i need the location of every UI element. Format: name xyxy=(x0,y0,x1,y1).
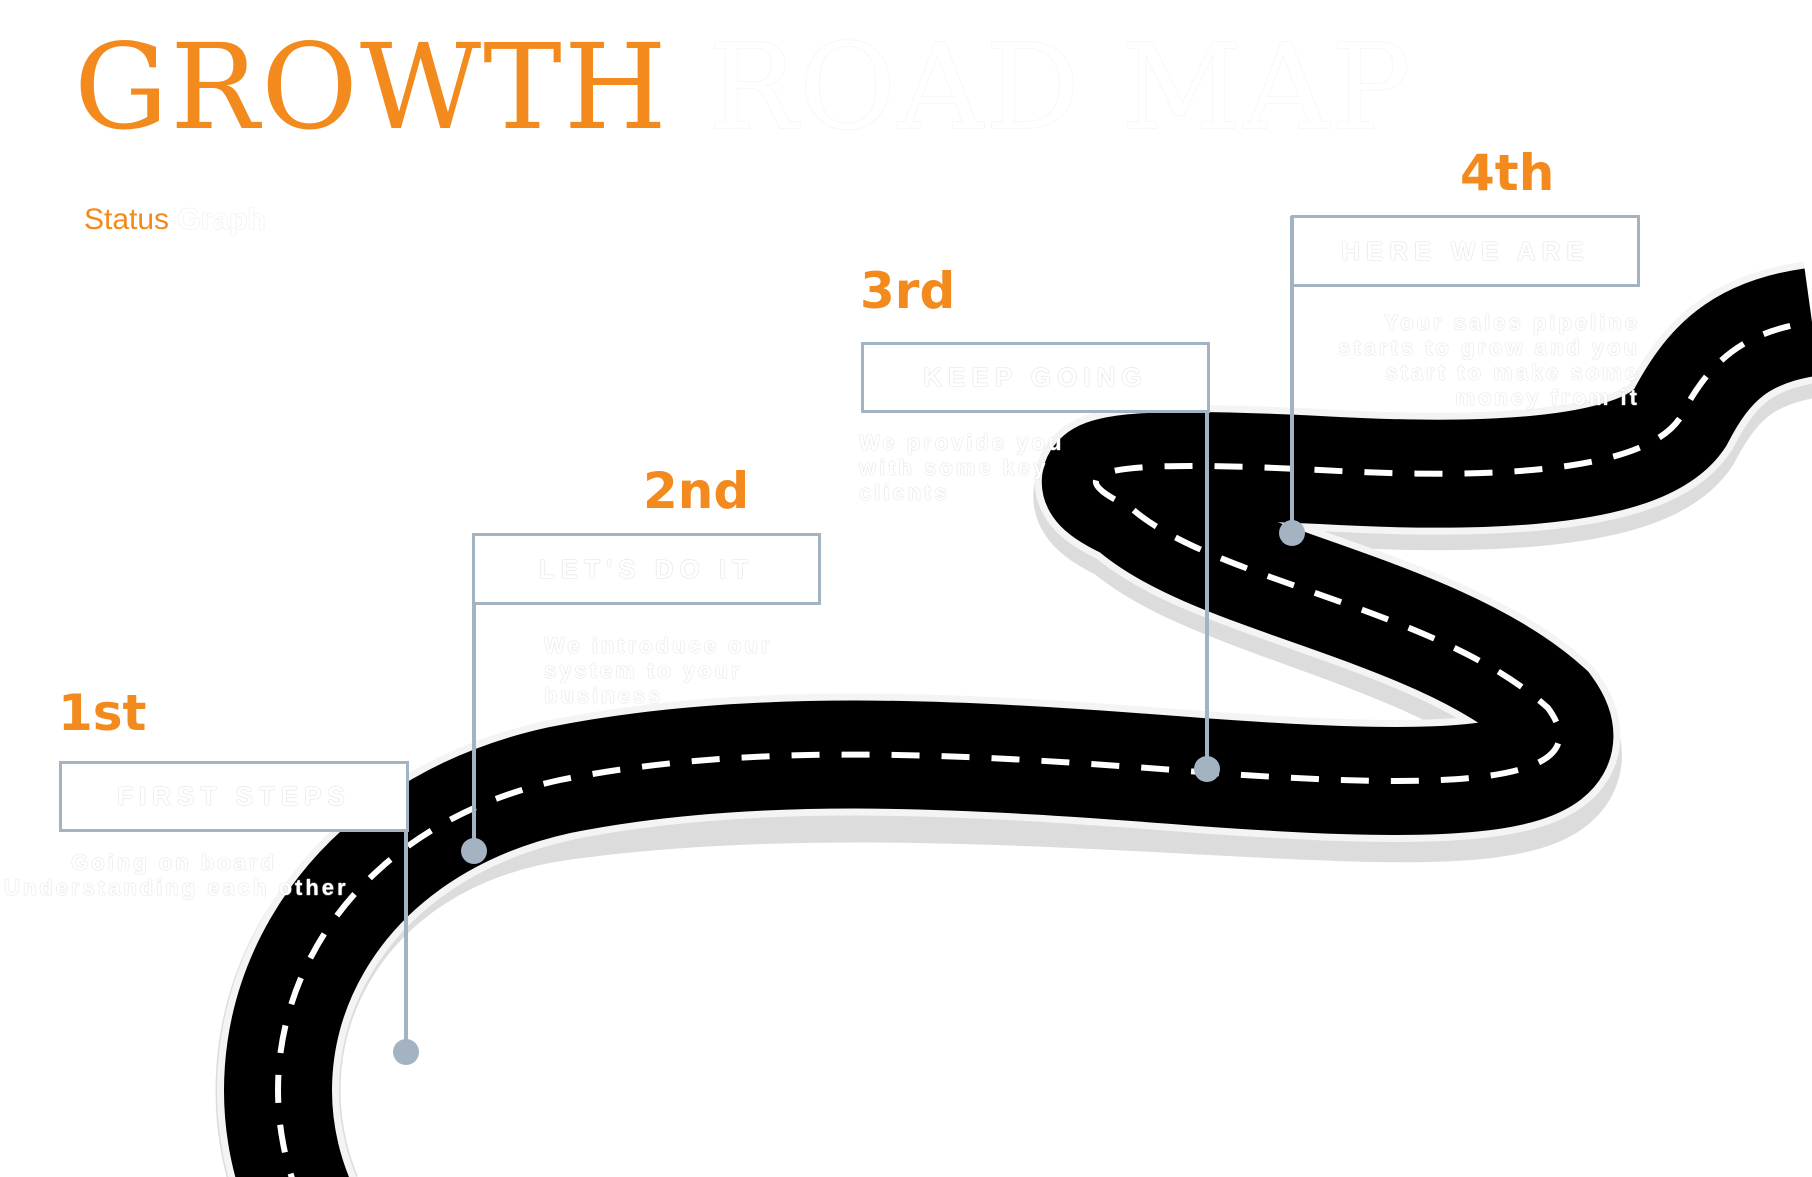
step-1-label-box: FIRST STEPS xyxy=(59,761,409,832)
milestone-pin-2-marker xyxy=(461,838,487,864)
step-4-description-line: money from it xyxy=(1455,385,1640,410)
step-3-description: We provide you with some key clients xyxy=(859,430,1099,505)
subtitle-word-status: Status xyxy=(84,203,170,236)
milestone-pin-3-marker xyxy=(1194,756,1220,782)
page-title: GROWTH ROAD MAP xyxy=(74,28,1413,146)
step-3-label-box: KEEP GOING xyxy=(861,342,1210,413)
step-4-description: Your sales pipeline starts to grow and y… xyxy=(1296,310,1640,410)
step-2-description-line: business xyxy=(544,683,664,708)
milestone-pin-4-marker xyxy=(1279,520,1305,546)
step-2-description: We introduce our system to your business xyxy=(544,633,804,708)
step-4-label-box: HERE WE ARE xyxy=(1291,215,1640,287)
milestone-pin-1-marker xyxy=(393,1039,419,1065)
step-2-label-box: LET'S DO IT xyxy=(472,533,821,605)
step-4-description-line: Your sales pipeline xyxy=(1384,310,1640,335)
step-3-number: 3rd xyxy=(860,262,956,320)
title-word-growth: GROWTH xyxy=(74,18,669,156)
step-2-description-line: system to your xyxy=(544,658,743,683)
road-lane-markings xyxy=(275,319,1812,1177)
step-3-label: KEEP GOING xyxy=(923,362,1148,392)
step-1-description-line: Going on board xyxy=(71,850,277,875)
step-3-description-line: We provide you xyxy=(859,430,1065,455)
step-1-label: FIRST STEPS xyxy=(117,781,351,811)
step-1-description-line: Understanding each other xyxy=(4,875,349,900)
step-2-label: LET'S DO IT xyxy=(538,553,755,584)
step-4-label: HERE WE ARE xyxy=(1341,235,1590,266)
step-3-description-line: with some key xyxy=(859,455,1049,480)
step-4-description-line: starts to grow and you xyxy=(1338,335,1640,360)
step-4-number: 4th xyxy=(1460,144,1555,202)
page-subtitle: Status Graph xyxy=(84,203,266,237)
step-4-description-line: start to make some xyxy=(1385,360,1640,385)
step-2-number: 2nd xyxy=(643,462,750,520)
subtitle-word-graph: Graph xyxy=(177,203,266,236)
title-word-road-map: ROAD MAP xyxy=(708,18,1413,156)
step-3-description-line: clients xyxy=(859,480,950,505)
step-2-description-line: We introduce our xyxy=(544,633,773,658)
step-1-description: Going on board Understanding each other xyxy=(4,850,349,900)
step-1-number: 1st xyxy=(58,684,147,742)
